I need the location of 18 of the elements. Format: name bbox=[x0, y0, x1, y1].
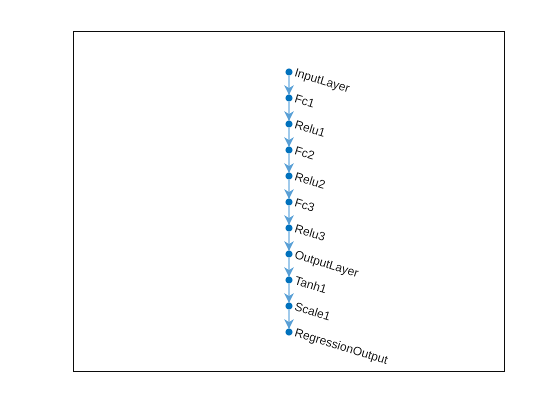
arrow bbox=[284, 206, 294, 225]
node-label: Relu3 bbox=[292, 221, 328, 244]
arrow bbox=[284, 284, 294, 303]
node-label: Fc2 bbox=[292, 143, 316, 163]
arrow bbox=[284, 76, 294, 95]
node-label: Relu1 bbox=[292, 117, 328, 140]
arrow bbox=[284, 180, 294, 199]
node-label: Tanh1 bbox=[292, 273, 328, 296]
arrow bbox=[284, 128, 294, 147]
node-label: Fc1 bbox=[292, 91, 316, 111]
arrow bbox=[284, 310, 294, 329]
node-label: Relu2 bbox=[292, 169, 328, 192]
arrow bbox=[284, 154, 294, 173]
arrow bbox=[284, 102, 294, 121]
arrow bbox=[284, 258, 294, 277]
node-label: Scale1 bbox=[292, 299, 332, 324]
arrow bbox=[284, 232, 294, 251]
node-label: Fc3 bbox=[292, 195, 316, 215]
